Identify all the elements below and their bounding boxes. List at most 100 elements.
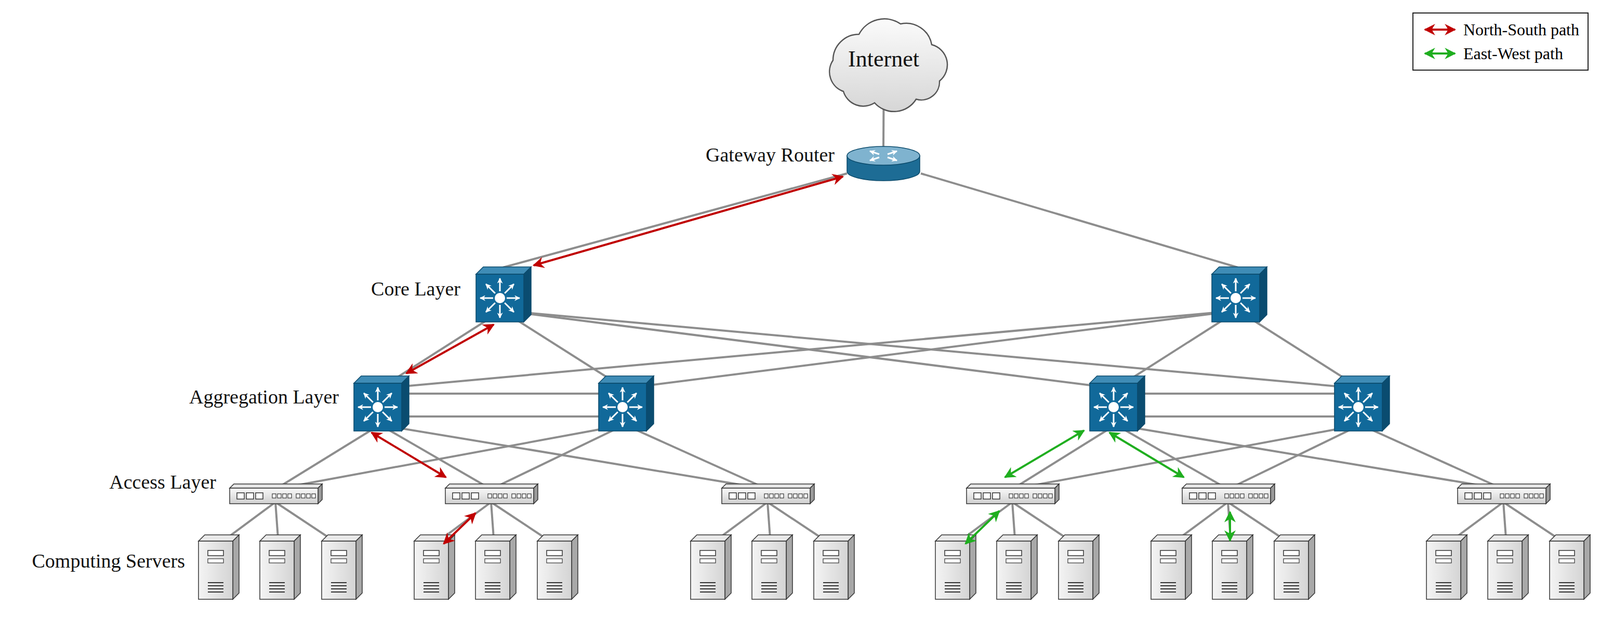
server-top	[690, 535, 732, 542]
server-drive	[944, 550, 961, 557]
server-vent	[1160, 582, 1176, 584]
computing-server	[1274, 535, 1315, 600]
switch-top	[598, 376, 654, 384]
computing-server	[813, 535, 855, 600]
server-vent	[699, 585, 716, 587]
computing-server	[751, 535, 793, 600]
server-drive	[269, 550, 285, 557]
server-top	[1212, 535, 1253, 542]
server-vent	[1006, 582, 1022, 584]
north-south-arrow	[443, 513, 476, 545]
server-side	[1246, 535, 1253, 600]
server-drive	[546, 550, 563, 557]
server-vent	[1221, 585, 1238, 587]
switch-glyph-arrow	[1099, 393, 1109, 403]
port	[1009, 494, 1013, 499]
server-front	[414, 541, 449, 600]
server-vent	[423, 582, 440, 584]
port	[1048, 494, 1053, 499]
server-vent	[1497, 591, 1513, 593]
server-vent	[823, 591, 839, 593]
server-vent	[1435, 588, 1452, 590]
server-side	[294, 535, 301, 600]
server-vent	[484, 588, 501, 590]
server-vent	[546, 588, 563, 590]
server-drive	[1497, 559, 1513, 564]
server-front	[537, 541, 572, 600]
internet-cloud: Internet	[812, 8, 956, 110]
port	[764, 494, 769, 499]
aggregation-switch	[353, 376, 409, 432]
server-side	[1460, 535, 1467, 600]
server-top	[813, 535, 855, 542]
router-shape	[844, 144, 922, 184]
switch-glyph-arrow	[627, 393, 637, 403]
network-link	[275, 425, 625, 490]
layer-label: Computing Servers	[32, 549, 185, 573]
server-vent	[269, 588, 285, 590]
switch-side	[401, 376, 409, 432]
computing-server	[537, 535, 578, 600]
access-switch-side	[533, 484, 538, 505]
server-drive	[1067, 559, 1084, 564]
port-block	[1483, 493, 1491, 500]
north-south-arrow	[533, 176, 843, 266]
computing-server	[1426, 535, 1467, 600]
switch-glyph-arrow	[1120, 406, 1134, 409]
computing-server	[1058, 535, 1100, 600]
server-vent	[823, 582, 839, 584]
uplink	[503, 173, 848, 268]
server-drive	[761, 559, 777, 564]
server-side	[232, 535, 240, 600]
server-side	[1522, 535, 1529, 600]
switch-glyph-arrow	[1357, 387, 1360, 401]
network-link	[1360, 425, 1504, 490]
server-vent	[1283, 591, 1300, 593]
computing-server	[1212, 535, 1253, 600]
server-vent	[1160, 585, 1176, 587]
server-vent	[423, 585, 440, 587]
server-top	[198, 535, 240, 542]
interlink	[379, 415, 625, 418]
server-top	[1151, 535, 1192, 542]
switch-glyph-arrow	[377, 414, 379, 428]
legend-text: North-South path	[1463, 20, 1580, 40]
switch-glyph-arrow	[1235, 305, 1237, 319]
server-front	[690, 541, 725, 600]
switch-glyph-arrow	[622, 414, 624, 428]
access-switch-top	[721, 484, 815, 489]
port	[1024, 494, 1029, 499]
server-vent	[699, 582, 716, 584]
port	[779, 494, 784, 499]
server-front	[996, 541, 1031, 600]
east-west-arrow	[1005, 430, 1084, 478]
icon-layer	[198, 267, 1591, 600]
server-drive	[944, 559, 961, 564]
switch-glyph-arrow	[622, 387, 624, 401]
server-vent	[1283, 582, 1300, 584]
server-vent	[546, 585, 563, 587]
computing-server	[321, 535, 363, 600]
port	[1259, 494, 1263, 499]
access-switch-side	[1270, 484, 1275, 505]
server-drive	[207, 559, 224, 564]
server-front	[935, 541, 970, 600]
server-side	[724, 535, 732, 600]
access-switch	[721, 484, 815, 505]
switch-glyph-arrow	[608, 412, 618, 422]
server-front	[1426, 541, 1461, 600]
port-block	[255, 493, 263, 500]
access-switch-top	[1457, 484, 1551, 489]
server-drive	[269, 559, 285, 564]
server-vent	[331, 591, 347, 593]
port	[1505, 494, 1510, 499]
server-top	[1549, 535, 1591, 542]
server-top	[1058, 535, 1100, 542]
router-glyph	[869, 157, 880, 161]
switch-top	[1334, 376, 1390, 384]
server-drive	[331, 559, 347, 564]
legend-sample	[1421, 45, 1459, 62]
switch-front	[353, 383, 402, 432]
layer-label: Aggregation Layer	[189, 385, 339, 409]
